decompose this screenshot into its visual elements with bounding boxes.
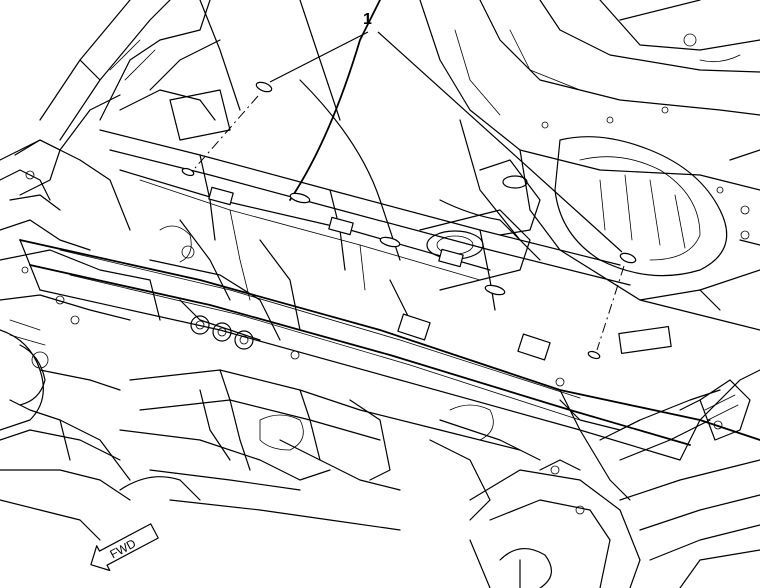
front-rail-right [469,379,760,588]
fwd-arrow: FWD [90,523,159,572]
fastener-left [255,81,273,93]
floor-pan-structure [419,0,760,331]
left-wheelhouse [0,139,161,541]
fastener-hole-left [181,167,195,177]
lower-support [119,299,641,531]
callout-number: 1 [363,11,372,28]
callout-leader-lines [269,31,623,253]
fastener-group [181,81,637,360]
front-crossmember [19,239,760,501]
dash-panel-upper [99,129,631,341]
fastener-hole-right [587,350,601,360]
upper-left-pillar [14,0,241,196]
fastener-right [619,252,637,264]
install-path-lines [194,95,625,351]
tunnel-section [289,0,541,291]
